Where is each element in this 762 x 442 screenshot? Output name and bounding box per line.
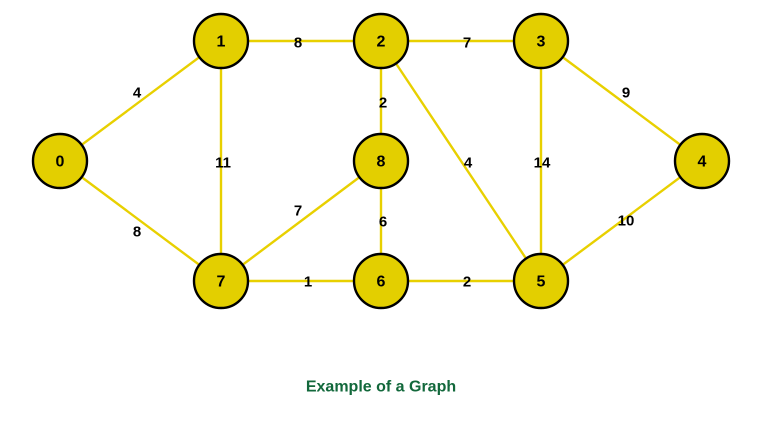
- edge-weight-1-7: 11: [215, 155, 231, 172]
- graph-node-7: 7: [192, 252, 250, 310]
- graph-node-0: 0: [31, 132, 89, 190]
- graph-edge-3-4: [540, 40, 703, 162]
- edge-weight-1-2: 8: [294, 35, 302, 52]
- edge-weight-3-5: 14: [534, 155, 551, 172]
- edge-weight-0-1: 4: [133, 85, 142, 102]
- node-circle-3: [512, 12, 570, 70]
- node-label-1: 1: [217, 34, 226, 51]
- edge-weight-6-8: 6: [379, 214, 387, 231]
- node-circle-5: [512, 252, 570, 310]
- node-circle-8: [352, 132, 410, 190]
- node-circle-4: [673, 132, 731, 190]
- edge-weight-4-5: 10: [618, 213, 635, 230]
- edge-weight-7-8: 7: [294, 203, 302, 220]
- edge-weights-layer: 4 8 8 11 7 2 4 9 14 10 2 1 6 7: [133, 35, 635, 291]
- graph-node-4: 4: [673, 132, 731, 190]
- node-circle-7: [192, 252, 250, 310]
- node-circle-1: [192, 12, 250, 70]
- edge-weight-5-6: 2: [463, 274, 471, 291]
- edge-weight-2-5: 4: [464, 155, 473, 172]
- graph-node-8: 8: [352, 132, 410, 190]
- node-label-7: 7: [217, 274, 226, 291]
- edge-weight-2-8: 2: [379, 95, 387, 112]
- graph-node-5: 5: [512, 252, 570, 310]
- node-label-4: 4: [698, 154, 707, 171]
- node-circle-0: [31, 132, 89, 190]
- node-circle-6: [352, 252, 410, 310]
- node-label-2: 2: [377, 34, 386, 51]
- graph-edge-0-7: [59, 160, 222, 282]
- edge-weight-2-3: 7: [463, 35, 471, 52]
- graph-node-2: 2: [352, 12, 410, 70]
- edge-weight-3-4: 9: [622, 85, 630, 102]
- figure-caption: Example of a Graph: [306, 379, 456, 396]
- graph-edge-2-5: [380, 40, 542, 282]
- node-label-0: 0: [56, 154, 65, 171]
- edge-weight-0-7: 8: [133, 224, 141, 241]
- nodes-layer: 0 1 2 3 4 5 6 7 8: [31, 12, 731, 310]
- graph-edge-0-1: [59, 40, 222, 162]
- graph-edge-7-8: [220, 160, 382, 282]
- node-label-5: 5: [537, 274, 546, 291]
- graph-node-1: 1: [192, 12, 250, 70]
- node-label-8: 8: [377, 154, 386, 171]
- graph-edge-4-5: [540, 160, 703, 282]
- graph-node-6: 6: [352, 252, 410, 310]
- edge-weight-6-7: 1: [304, 274, 312, 291]
- node-circle-2: [352, 12, 410, 70]
- node-label-6: 6: [377, 274, 386, 291]
- graph-node-3: 3: [512, 12, 570, 70]
- node-label-3: 3: [537, 34, 546, 51]
